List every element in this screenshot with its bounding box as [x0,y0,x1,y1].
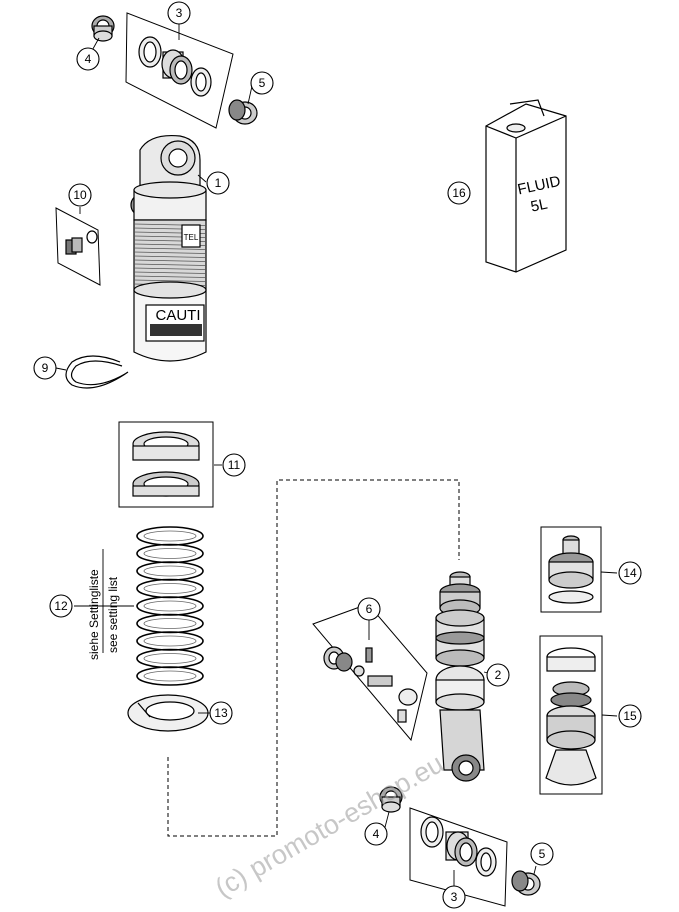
setting-list-en: see setting list [106,576,120,653]
damper-shaft-assembly [435,571,485,782]
bushing-top-right [228,99,258,125]
top-cap-frame [540,526,602,613]
callout-6: 6 [357,597,381,621]
fluid-label-line2: 5L [529,196,549,216]
circlip-ring [65,355,129,389]
adjuster-screw-frame [55,207,101,286]
assembly-guide-line [167,479,460,837]
callout-3-bottom: 3 [442,885,466,909]
callout-12: 12 [49,594,73,618]
bushing-bottom-left [379,786,403,813]
shock-absorber-body: TEL CAUTI [130,134,207,362]
seal-kit-frame-bottom [409,807,508,907]
callout-13: 13 [209,701,233,725]
bushing-bottom-right [511,870,541,896]
svg-text:5: 5 [539,847,546,861]
svg-text:15: 15 [623,709,637,723]
svg-text:14: 14 [623,566,637,580]
callout-5-bottom: 5 [530,842,554,866]
bump-stop-frame [539,635,603,795]
svg-text:12: 12 [54,599,68,613]
adjuster-ring-frame [118,421,214,508]
callout-4-top: 4 [76,47,100,71]
spring-coil [136,526,204,686]
callout-2: 2 [486,663,510,687]
bushing-top-left [91,15,115,42]
svg-text:TEL: TEL [184,233,199,242]
svg-text:4: 4 [85,52,92,66]
svg-text:13: 13 [214,706,228,720]
svg-text:5: 5 [259,76,266,90]
spring-seat [127,694,209,732]
svg-text:1: 1 [215,176,222,190]
svg-text:2: 2 [495,668,502,682]
callout-14: 14 [618,561,642,585]
svg-text:10: 10 [73,188,87,202]
setting-list-de: siehe Settingliste [87,569,101,660]
valve-parts-frame [312,603,428,742]
svg-text:11: 11 [228,458,241,472]
svg-text:4: 4 [373,827,380,841]
callout-3-top: 3 [167,1,191,25]
callout-9: 9 [33,356,57,380]
callout-16: 16 [447,181,471,205]
seal-kit-frame-top [125,12,234,129]
svg-text:16: 16 [452,186,466,200]
callout-15: 15 [618,704,642,728]
callout-1: 1 [206,171,230,195]
fluid-can: FLUID 5L [485,99,567,273]
caution-label: CAUTI [156,307,201,324]
callout-11: 11 [222,453,246,477]
callout-4-bottom: 4 [364,822,388,846]
svg-text:3: 3 [451,890,458,904]
svg-text:9: 9 [42,361,49,375]
callout-5-top: 5 [250,71,274,95]
callout-10: 10 [68,183,92,207]
svg-text:6: 6 [366,602,373,616]
svg-text:3: 3 [176,6,183,20]
